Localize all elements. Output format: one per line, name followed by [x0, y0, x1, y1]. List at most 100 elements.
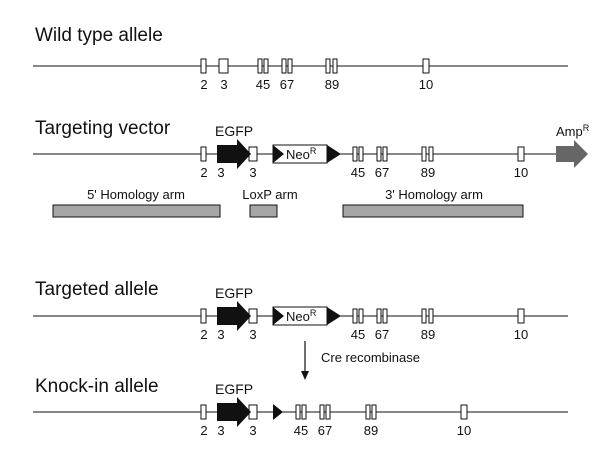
targeting-vector-exon-labels: 2 3 3 45 67 89 10	[200, 165, 528, 180]
exon-4	[295, 404, 301, 420]
exon-8	[325, 58, 331, 74]
exon-10	[460, 404, 468, 420]
exon-3	[218, 58, 229, 74]
exon-label-67: 67	[375, 327, 389, 342]
loxp-triangle-icon	[273, 404, 283, 420]
exon-9	[332, 58, 338, 74]
exon-label-2: 2	[200, 423, 207, 438]
exon-label-10: 10	[457, 423, 471, 438]
exon-label-89: 89	[325, 77, 339, 92]
exon-label-45: 45	[351, 165, 365, 180]
exon-4	[257, 58, 263, 74]
targeted-allele-title: Targeted allele	[35, 279, 159, 300]
exon-2	[200, 308, 207, 324]
exon-label-3-egfp: 3	[217, 165, 224, 180]
loxp-arm	[249, 204, 278, 218]
exon-label-2: 2	[200, 165, 207, 180]
exon-5	[301, 404, 307, 420]
wild-type-title: Wild type allele	[35, 25, 163, 46]
cre-recombinase-label: Cre recombinase	[321, 350, 420, 365]
loxp-left-triangle-icon	[273, 307, 284, 325]
egfp-label: EGFP	[215, 381, 253, 397]
exon-label-2: 2	[200, 327, 207, 342]
exon-6	[319, 404, 325, 420]
exon-7	[287, 58, 293, 74]
exon-label-89: 89	[421, 327, 435, 342]
five-prime-arm-label: 5' Homology arm	[87, 187, 185, 202]
exon-label-45: 45	[294, 423, 308, 438]
exon-2	[200, 404, 207, 420]
exon-8	[421, 146, 427, 162]
knock-in-title: Knock-in allele	[35, 376, 159, 397]
targeting-vector-exons	[200, 146, 525, 162]
exon-10	[422, 58, 430, 74]
neo-label: NeoR	[286, 146, 317, 162]
amp-text: Amp	[556, 124, 583, 139]
targeted-allele-exons	[200, 308, 525, 324]
loxp-left-triangle-icon	[273, 145, 284, 163]
exon-label-3: 3	[220, 77, 227, 92]
exon-label-10: 10	[419, 77, 433, 92]
neo-text: Neo	[286, 309, 310, 324]
exon-6	[281, 58, 287, 74]
exon-label-89: 89	[364, 423, 378, 438]
exon-5	[358, 308, 364, 324]
exon-2	[200, 58, 207, 74]
exon-label-89: 89	[421, 165, 435, 180]
exon-label-67: 67	[375, 165, 389, 180]
five-prime-homology-arm	[52, 204, 221, 218]
exon-7	[382, 308, 388, 324]
exon-label-67: 67	[318, 423, 332, 438]
exon-4	[352, 146, 358, 162]
exon-8	[421, 308, 427, 324]
exon-7	[382, 146, 388, 162]
exon-label-3: 3	[249, 423, 256, 438]
exon-6	[376, 308, 382, 324]
neo-arrow-tip-icon	[327, 145, 341, 163]
exon-label-2: 2	[200, 77, 207, 92]
exon-label-10: 10	[514, 327, 528, 342]
exon-9	[371, 404, 377, 420]
egfp-arrow-icon	[217, 397, 251, 427]
exon-5	[263, 58, 269, 74]
neo-superscript: R	[310, 146, 317, 156]
egfp-arrow-icon	[217, 139, 251, 169]
neo-label: NeoR	[286, 308, 317, 324]
exon-10	[517, 146, 525, 162]
exon-label-3: 3	[249, 165, 256, 180]
exon-label-10: 10	[514, 165, 528, 180]
three-prime-homology-arm	[342, 204, 524, 218]
exon-7	[325, 404, 331, 420]
neo-superscript: R	[310, 308, 317, 318]
targeted-allele-exon-labels: 2 3 3 45 67 89 10	[200, 327, 528, 342]
exon-9	[428, 146, 434, 162]
exon-6	[376, 146, 382, 162]
amp-superscript: R	[583, 123, 590, 133]
exon-2	[200, 146, 207, 162]
knock-in-exons	[200, 404, 468, 420]
loxp-arm-label: LoxP arm	[242, 187, 297, 202]
exon-label-45: 45	[351, 327, 365, 342]
knock-in-exon-labels: 2 3 3 45 67 89 10	[200, 423, 471, 438]
three-prime-arm-label: 3' Homology arm	[385, 187, 483, 202]
exon-4	[352, 308, 358, 324]
exon-9	[428, 308, 434, 324]
neo-text: Neo	[286, 147, 310, 162]
exon-label-45: 45	[256, 77, 270, 92]
exon-8	[365, 404, 371, 420]
wild-type-exon-labels: 2 3 45 67 89 10	[200, 77, 433, 92]
exon-label-3: 3	[249, 327, 256, 342]
down-arrow-icon	[301, 371, 309, 380]
amp-arrow-icon	[556, 140, 588, 168]
exon-10	[517, 308, 525, 324]
egfp-arrow-icon	[217, 301, 251, 331]
targeting-vector-title: Targeting vector	[35, 118, 171, 139]
egfp-label: EGFP	[215, 285, 253, 301]
wild-type-exons	[200, 58, 430, 74]
neo-arrow-tip-icon	[327, 307, 341, 325]
exon-5	[358, 146, 364, 162]
exon-label-67: 67	[280, 77, 294, 92]
exon-label-3-egfp: 3	[217, 327, 224, 342]
exon-label-3-egfp: 3	[217, 423, 224, 438]
